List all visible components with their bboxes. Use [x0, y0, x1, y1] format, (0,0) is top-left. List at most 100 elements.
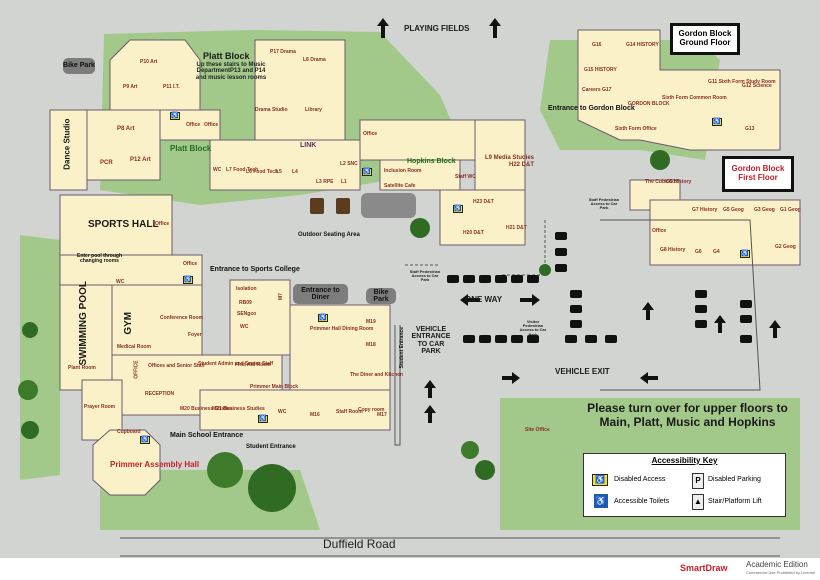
legend-stair-lift: Stair/Platform Lift — [708, 498, 762, 505]
gordon-entrance-label: Entrance to Gordon Block — [548, 105, 635, 112]
room-p11: P11 I.T. — [163, 84, 180, 90]
room-g11: G11 Sixth Form Study Room — [708, 79, 776, 85]
room-l2: L2 SNC — [340, 161, 358, 167]
platt-block-title: Platt Block — [203, 51, 250, 61]
hopkins-inclusion — [379, 159, 461, 191]
room-satellite: Satellite Cafe — [384, 183, 416, 189]
vehicle-entrance-label: VEHICLE ENTRANCE TO CAR PARK — [411, 326, 451, 356]
room-copy: Copy room — [358, 407, 385, 413]
room-g4: G4 — [713, 249, 720, 255]
room-g15: G15 HISTORY — [584, 67, 617, 73]
dance-studio-room — [49, 109, 88, 191]
room-student-admin: Student Admin and Senior Staff — [198, 361, 274, 367]
primmer-hall-room — [92, 429, 161, 496]
room-library: Library — [305, 107, 322, 113]
benches — [310, 198, 350, 214]
gordon-block-label: GORDON BLOCK — [628, 101, 670, 107]
vehicle-exit-label: VEHICLE EXIT — [555, 367, 610, 376]
room-m7: M7 — [277, 293, 284, 301]
room-l1: L1 — [341, 179, 347, 185]
gym-label: GYM — [123, 311, 135, 335]
platt-office-1: Office — [186, 122, 201, 128]
hopkins-office: Office — [363, 131, 378, 137]
parked-cars — [447, 232, 752, 343]
room-staff-room: Staff Room — [336, 409, 363, 415]
staff-pedestrian-access-1: Staff Pedestrian Access to Car Park — [588, 197, 620, 211]
disabled-access-icon: ♿ — [140, 436, 150, 444]
room-g3: G3 Geog — [754, 207, 775, 213]
swimming-pool-label: SWIMMING POOL — [77, 281, 89, 366]
sports-hall-room — [59, 194, 173, 256]
legend-accessible-toilets: Accessible Toilets — [614, 498, 670, 505]
sports-office: Office — [155, 221, 170, 227]
arrow-left-icon — [460, 294, 480, 306]
room-careers: Careers G17 — [582, 87, 612, 93]
room-l4: L4 — [292, 169, 298, 175]
trees — [18, 150, 670, 512]
legend-disabled-parking: Disabled Parking — [708, 476, 761, 483]
arrow-left-icon — [640, 372, 658, 384]
pool-entry-note: Enter pool through changing rooms — [77, 253, 122, 265]
room-m20: M20 Business Studies — [180, 406, 233, 412]
platt-block-label: Platt Block — [170, 144, 212, 153]
room-l6: L6 Food Tech — [246, 169, 279, 175]
bike-park-badge: Bike Park — [63, 58, 95, 74]
room-diner: The Diner and Kitchen — [350, 372, 404, 378]
main-south-wc: WC — [278, 409, 287, 415]
link-label: LINK — [300, 142, 317, 149]
building-footprints — [49, 29, 801, 496]
room-cupboard: Cupboard — [117, 429, 141, 435]
gordon-ground-title: Gordon Block Ground Floor — [670, 23, 740, 55]
room-prayer: Prayer Room — [84, 404, 116, 410]
room-g7: G7 History — [692, 207, 718, 213]
main-south — [199, 389, 391, 431]
disabled-access-icon: ♿ — [318, 314, 328, 322]
disabled-access-icon: ♿ — [170, 112, 180, 120]
room-h20: H20 D&T — [463, 230, 484, 236]
smartdraw-logo: SmartDraw — [680, 563, 728, 573]
main-wc: WC — [240, 324, 249, 330]
room-office-vertical: OFFICE — [133, 360, 140, 379]
room-g16: G16 — [592, 42, 602, 48]
pool-room — [59, 284, 113, 391]
platt-office-2: Office — [204, 122, 219, 128]
arrow-right-icon — [502, 372, 520, 384]
arrow-up-icon — [642, 302, 654, 320]
room-l8: L8 Drama — [303, 57, 326, 63]
student-entrance-label: Student Entrance — [246, 444, 296, 450]
hopkins-top — [359, 119, 476, 161]
drama-library — [254, 39, 346, 141]
room-plant: Plant Room — [68, 365, 96, 371]
platt-lower — [86, 109, 161, 181]
arrow-up-icon — [769, 320, 781, 338]
outdoor-platform — [361, 193, 416, 218]
room-rb09: RB09 — [239, 300, 252, 306]
entrance-diner-badge: Entrance to Diner — [293, 284, 348, 304]
room-reception: RECEPTION — [145, 391, 175, 397]
bike-park-badge-2: Bike Park — [366, 288, 396, 304]
room-cube: The Cube G10 — [645, 179, 679, 185]
room-p9: P9 Art — [123, 84, 138, 90]
one-way-label: ONE WAY — [465, 295, 503, 304]
wheelchair-toilet-icon: ♿ — [594, 494, 608, 508]
room-sixth-office: Sixth Form Office — [615, 126, 657, 132]
room-g14: G14 HISTORY — [626, 42, 659, 48]
legend-disabled-access: Disabled Access — [614, 476, 666, 483]
room-p17: P17 Drama — [270, 49, 296, 55]
parking-icon: P — [692, 473, 704, 489]
room-m17: M17 — [377, 412, 387, 418]
room-m18: M18 — [366, 342, 376, 348]
site-office-label: Site Office — [525, 427, 550, 433]
footer-bar: SmartDraw Academic Edition Commercial Us… — [0, 558, 820, 580]
arrow-up-icon — [714, 315, 726, 333]
room-m16: M16 — [310, 412, 320, 418]
sports-hall-label: SPORTS HALL — [88, 219, 159, 230]
room-m19: M19 — [366, 319, 376, 325]
visitor-pedestrian-access: Visitor Pedestrian Access to Car Park — [519, 319, 547, 337]
playing-fields-label: PLAYING FIELDS — [404, 24, 470, 33]
room-h21: H21 D&T — [506, 225, 527, 231]
room-h22: H22 D&T — [509, 162, 535, 168]
room-g6: G6 — [695, 249, 702, 255]
room-drama-studio: Drama Studio — [255, 107, 288, 113]
